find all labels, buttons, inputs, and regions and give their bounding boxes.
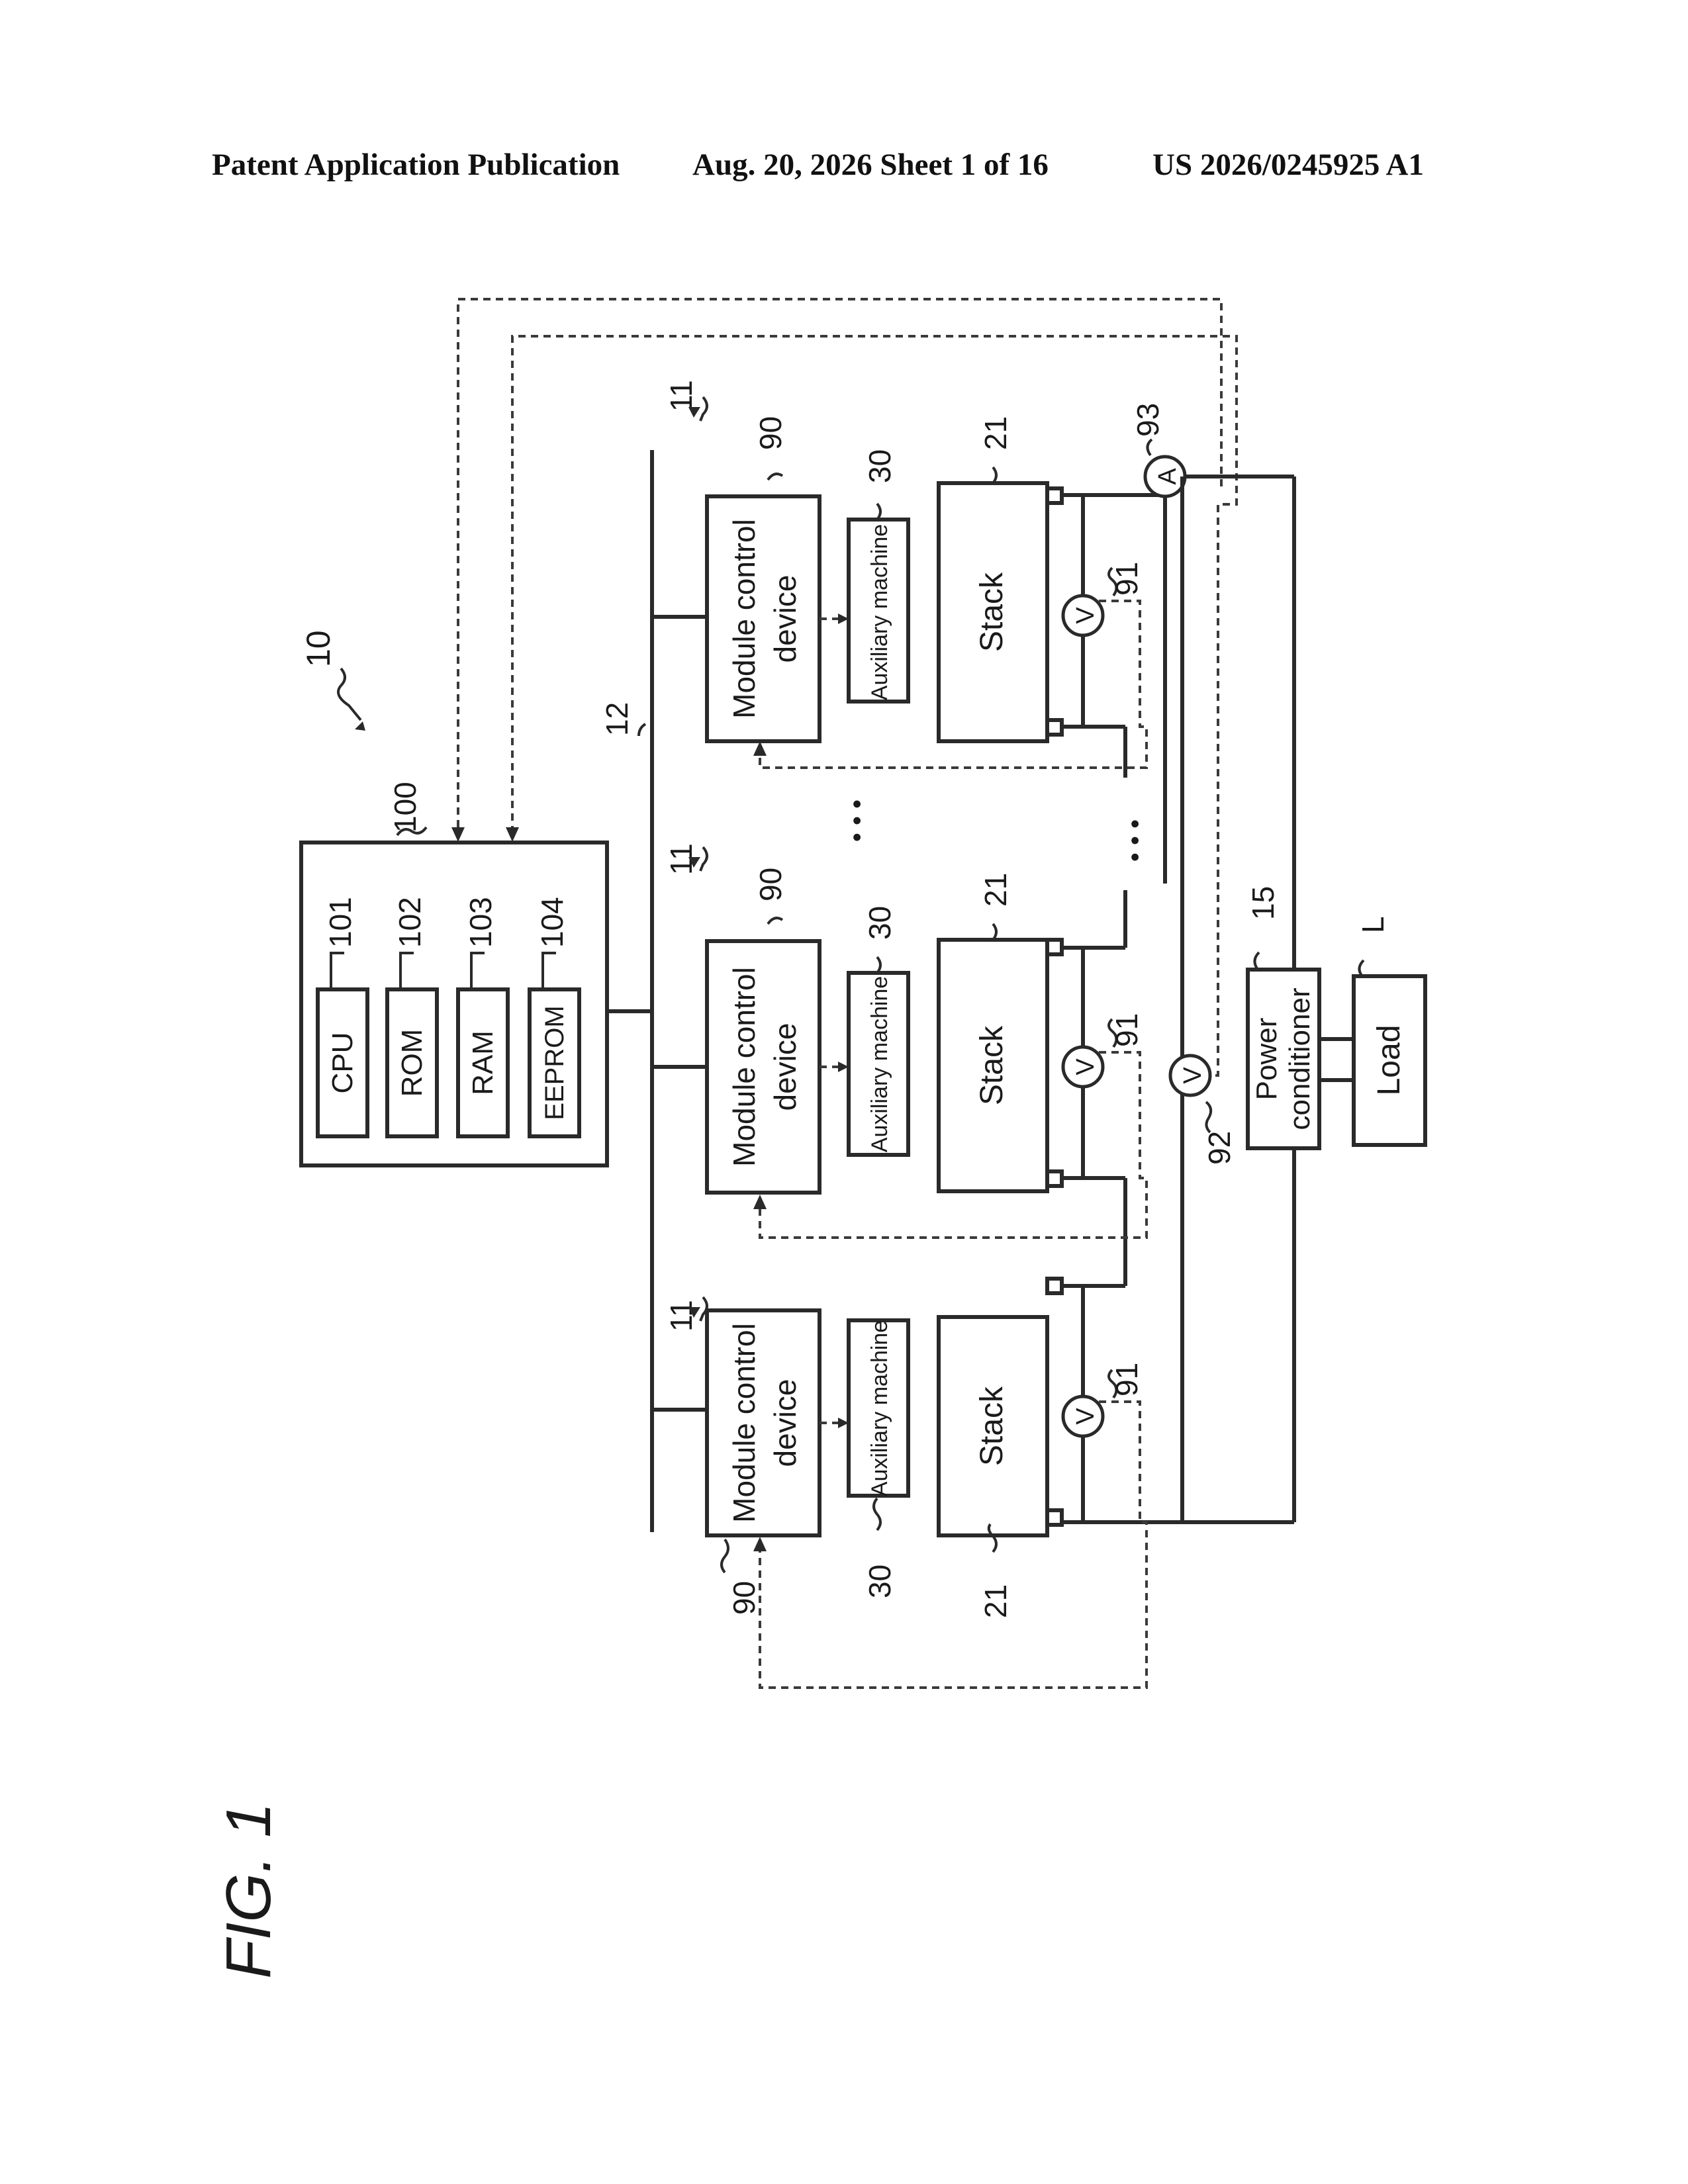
svg-text:device: device <box>768 1023 802 1111</box>
svg-text:Stack: Stack <box>974 1386 1009 1466</box>
svg-text:10: 10 <box>300 630 337 667</box>
svg-text:Module control: Module control <box>727 1323 761 1523</box>
svg-text:21: 21 <box>978 416 1013 450</box>
svg-text:11: 11 <box>664 380 698 412</box>
svg-text:102: 102 <box>393 897 427 948</box>
fuel-cell-module-middle: Module control device 90 11 Auxiliary ma… <box>664 843 1147 1286</box>
svg-text:30: 30 <box>863 906 897 940</box>
svg-text:12: 12 <box>600 702 634 736</box>
svg-text:Module control: Module control <box>727 967 761 1167</box>
total-voltmeter-ref: 92 <box>1202 1131 1237 1165</box>
module-ellipsis-upper: • • • <box>843 799 872 842</box>
svg-text:L: L <box>1356 916 1390 933</box>
controller-100: 100 CPU 101 ROM 102 RAM 103 EEPROM 104 <box>301 782 607 1165</box>
controller-ref: 100 <box>388 782 422 833</box>
svg-text:V: V <box>1072 1058 1100 1075</box>
svg-text:Module control: Module control <box>727 519 761 719</box>
svg-text:91: 91 <box>1109 1013 1144 1047</box>
svg-text:15: 15 <box>1246 886 1280 920</box>
svg-text:90: 90 <box>753 868 788 901</box>
svg-text:101: 101 <box>323 897 357 948</box>
svg-text:Load: Load <box>1372 1025 1407 1096</box>
svg-text:104: 104 <box>535 897 569 948</box>
svg-text:Stack: Stack <box>974 1025 1009 1105</box>
ammeter-feedback-line <box>451 299 1221 842</box>
svg-text:Auxiliary machine: Auxiliary machine <box>867 976 892 1152</box>
svg-text:RAM: RAM <box>467 1030 499 1095</box>
svg-text:EEPROM: EEPROM <box>540 1005 569 1120</box>
svg-text:91: 91 <box>1109 1363 1144 1396</box>
svg-text:Auxiliary machine: Auxiliary machine <box>867 524 892 700</box>
figure-title: FIG. 1 <box>213 1802 284 1979</box>
communication-bus-12: 12 <box>600 450 707 1532</box>
svg-text:21: 21 <box>978 873 1013 907</box>
svg-text:90: 90 <box>727 1581 761 1615</box>
ammeter-symbol: A <box>1154 468 1182 485</box>
power-conditioner-15: Power conditioner 15 <box>1246 886 1354 1148</box>
svg-text:30: 30 <box>863 1565 897 1598</box>
ammeter-ref: 93 <box>1131 403 1165 437</box>
svg-text:Stack: Stack <box>974 572 1009 652</box>
svg-text:Power: Power <box>1250 1018 1283 1101</box>
system-reference: 10 <box>300 630 365 731</box>
output-power-lines: A 93 V 92 <box>1131 403 1294 1522</box>
svg-text:device: device <box>768 1379 802 1467</box>
svg-text:30: 30 <box>863 449 897 483</box>
fuel-cell-module-right: Module control device 90 11 Auxiliary ma… <box>664 380 1165 948</box>
load-L: Load L <box>1354 916 1425 1145</box>
fuel-cell-module-left: Module control device 90 11 Auxiliary ma… <box>664 1279 1182 1688</box>
svg-text:conditioner: conditioner <box>1284 987 1316 1130</box>
total-voltmeter-symbol: V <box>1179 1067 1207 1084</box>
svg-text:90: 90 <box>753 416 788 450</box>
svg-text:91: 91 <box>1109 562 1144 596</box>
svg-text:device: device <box>768 575 802 663</box>
svg-text:Auxiliary machine: Auxiliary machine <box>867 1320 892 1496</box>
svg-text:21: 21 <box>978 1584 1013 1618</box>
svg-text:CPU: CPU <box>326 1032 359 1094</box>
svg-text:V: V <box>1072 1408 1100 1425</box>
svg-text:V: V <box>1072 607 1100 624</box>
svg-text:103: 103 <box>463 897 498 948</box>
module-ellipsis-lower: • • • <box>1121 819 1150 862</box>
svg-text:ROM: ROM <box>396 1029 428 1097</box>
